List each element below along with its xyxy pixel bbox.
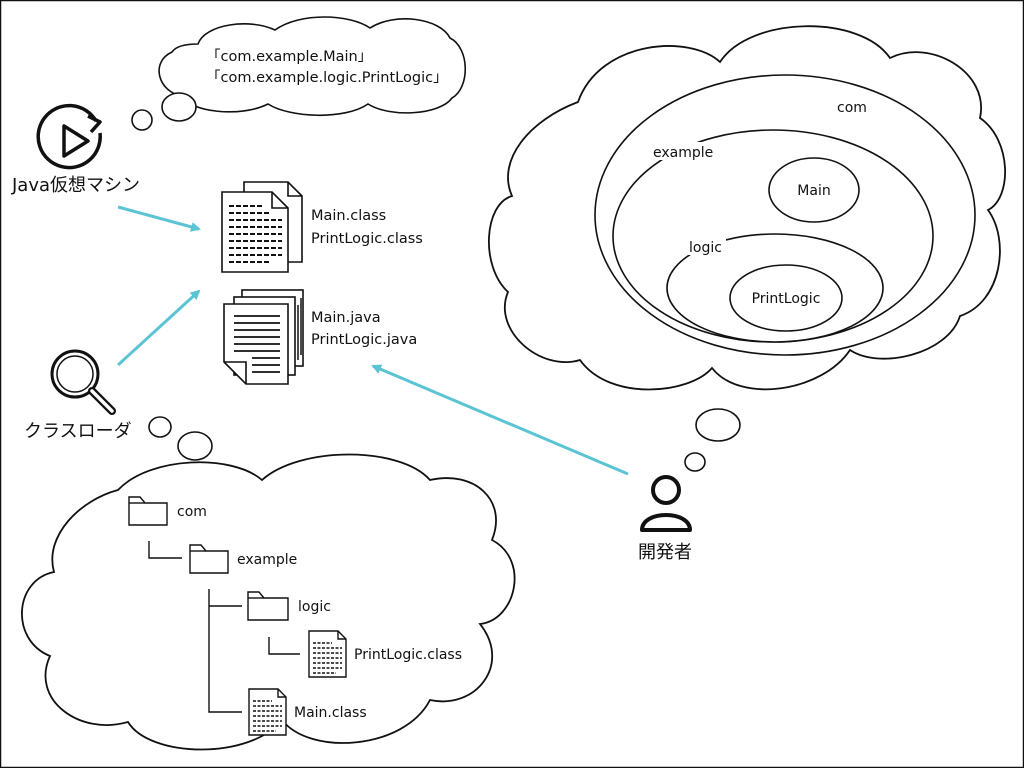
folder-icon <box>247 591 289 621</box>
source-files: Main.java PrintLogic.java <box>223 289 417 385</box>
person-icon <box>640 475 692 532</box>
thought-bubble <box>177 431 213 461</box>
folder-example-label: example <box>237 552 297 568</box>
folder-icon <box>128 496 168 526</box>
class-main: Main <box>768 157 860 223</box>
folder-logic-label: logic <box>298 599 331 615</box>
jvm-label: Java仮想マシン <box>11 175 140 196</box>
jvm-thought-cloud: 「com.example.Main」 「com.example.logic.Pr… <box>131 16 467 131</box>
package-com-label: com <box>837 100 867 116</box>
arrow-developer-to-sources <box>371 364 629 476</box>
thought-bubble <box>148 416 172 438</box>
package-logic-label: logic <box>689 240 722 256</box>
thought-bubble <box>695 408 741 442</box>
class-main-label: Main <box>797 183 830 199</box>
arrow-classloader-to-classfiles <box>116 289 201 367</box>
file-main-label: Main.class <box>294 705 367 721</box>
thought-bubble <box>684 452 706 472</box>
class-files: Main.class PrintLogic.class <box>221 181 423 273</box>
folder-tree-cloud: com example logic PrintLogic.cl <box>21 416 516 751</box>
class-printlogic-label: PrintLogic <box>752 291 821 307</box>
binary-documents-icon <box>221 181 303 273</box>
text-documents-icon <box>223 289 304 385</box>
thought-bubble <box>161 92 197 122</box>
jvm-thought-line: 「com.example.Main」 <box>206 48 372 65</box>
class-printlogic: PrintLogic <box>729 264 843 332</box>
source-file-label: Main.java <box>311 310 381 326</box>
source-file-label: PrintLogic.java <box>311 332 417 348</box>
arrow-jvm-to-classfiles <box>117 205 201 232</box>
developer-actor: 開発者 <box>638 475 692 563</box>
file-printlogic-label: PrintLogic.class <box>354 647 462 663</box>
package-example-label: example <box>653 145 713 161</box>
magnifier-icon <box>50 349 116 415</box>
thought-bubble <box>131 109 153 131</box>
classloader-actor: クラスローダ <box>24 349 132 442</box>
classloader-label: クラスローダ <box>24 421 132 442</box>
folder-com-label: com <box>177 504 207 520</box>
class-file-label: PrintLogic.class <box>311 231 423 247</box>
binary-file-icon <box>248 688 287 736</box>
folder-icon <box>189 544 229 574</box>
package-thought-cloud: com example Main logic PrintLogic <box>488 25 1006 472</box>
play-restart-icon <box>36 103 102 170</box>
binary-file-icon <box>308 630 347 678</box>
jvm-thought-line: 「com.example.logic.PrintLogic」 <box>206 69 448 86</box>
class-file-label: Main.class <box>311 208 386 224</box>
developer-label: 開発者 <box>638 542 692 563</box>
jvm-actor: Java仮想マシン <box>11 103 140 196</box>
